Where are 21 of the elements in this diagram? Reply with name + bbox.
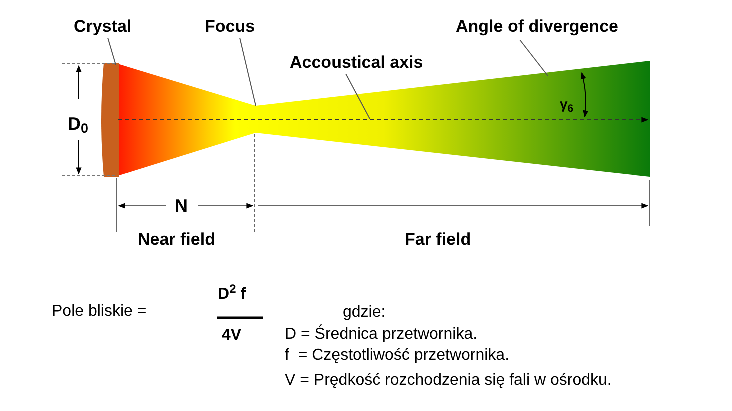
formula-text: D = Średnica przetwornika. [285,325,478,345]
formula-text: Pole bliskie = [52,302,147,322]
callout-label: Accoustical axis [290,52,424,74]
callout-label: Crystal [74,16,132,38]
crystal-element [102,63,119,177]
formula-denominator: 4V [222,326,242,346]
dimension-label: D$_{0}$ [68,114,89,134]
formula-text: V = Prędkość rozchodzenia się fali w ośrodku. [285,371,612,391]
formula-numerator: D$^{2}$ f [218,285,246,305]
leader-line [520,40,548,76]
leader-line [240,38,256,106]
formula-text: gdzie: [343,303,386,323]
angle-label: γ$_{6}$ [560,95,574,114]
region-label: Near field [138,230,216,250]
formula-text: f = Częstotliwość przetwornika. [285,346,510,366]
dimension-label: N [175,196,188,216]
leader-line [108,38,116,66]
region-label: Far field [405,230,472,250]
leader-line [346,74,370,120]
callout-label: Focus [205,16,256,38]
callout-label: Angle of divergence [456,16,618,38]
